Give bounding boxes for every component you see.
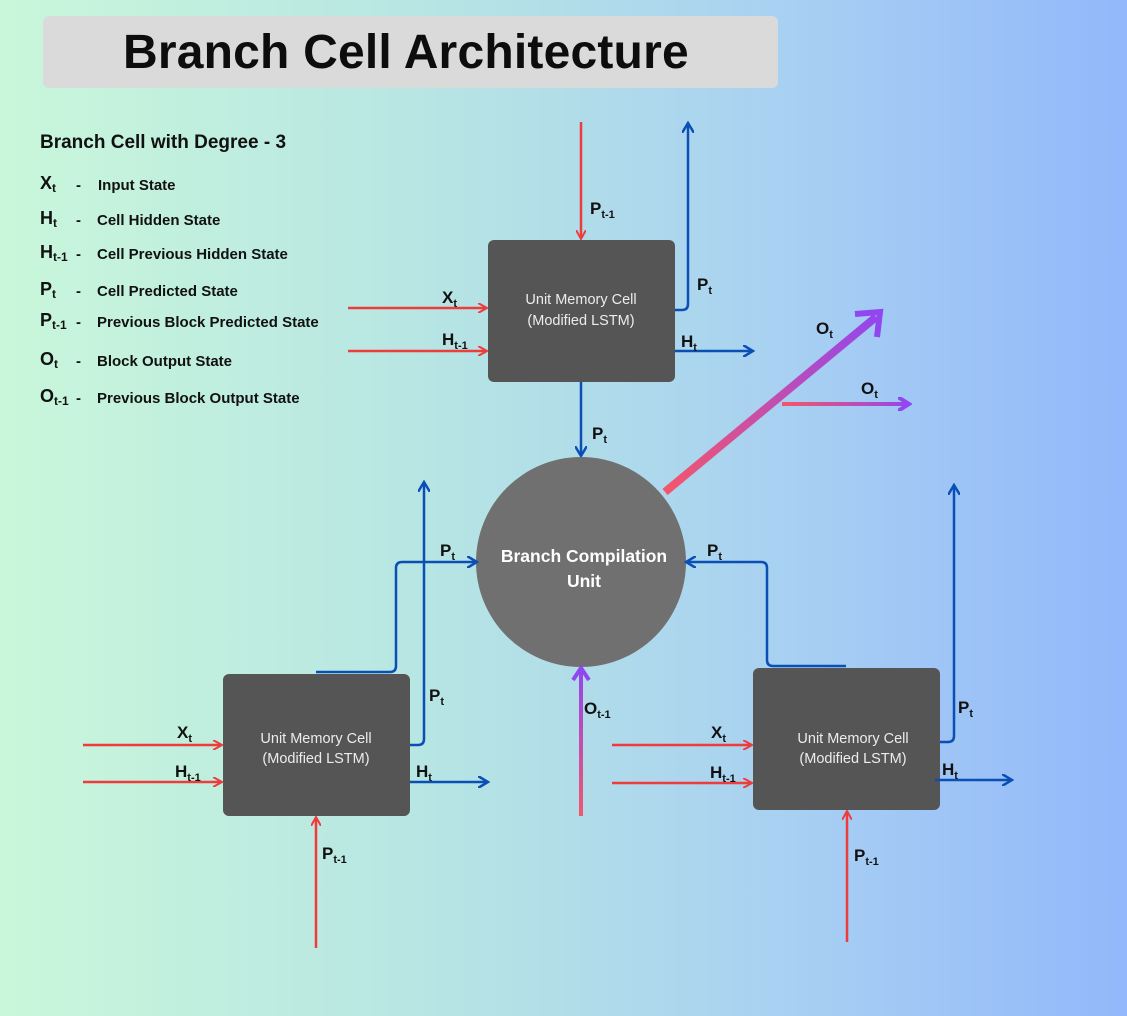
legend-desc-previous-predicted-state: Previous Block Predicted State (97, 314, 319, 331)
top-cell-p-t-output-arrow (675, 124, 688, 312)
right-memory-cell-group: Unit Memory Cell (Modified LSTM) (612, 486, 1011, 942)
legend-symbol-o-t-1: Ot-1 (40, 386, 69, 408)
legend-symbol-h-t: Ht (40, 208, 57, 230)
legend-desc-predicted-state: Cell Predicted State (97, 283, 238, 300)
legend-desc-hidden-state: Cell Hidden State (97, 212, 221, 229)
label-right-p-t-1: Pt-1 (854, 846, 879, 868)
page-title: Branch Cell Architecture (123, 26, 689, 79)
legend-dash: - (76, 390, 81, 407)
legend-dash: - (76, 314, 81, 331)
label-top-h-t-1: Ht-1 (442, 330, 468, 352)
compilation-unit-subtitle: Unit (567, 571, 601, 591)
legend-dash: - (76, 353, 81, 370)
label-left-p-t-1: Pt-1 (322, 844, 347, 866)
legend-desc-input-state: Input State (98, 177, 176, 194)
label-top-h-t: Ht (681, 332, 697, 354)
label-right-h-t-1: Ht-1 (710, 763, 736, 785)
label-top-p-t-1: Pt-1 (590, 199, 615, 221)
label-top-x-t: Xt (442, 288, 457, 310)
label-right-x-t: Xt (711, 723, 726, 745)
legend-symbol-x-t: Xt (40, 173, 57, 195)
label-right-p-t-to-unit: Pt (707, 541, 722, 563)
o-t-1-arrowhead (571, 664, 591, 682)
left-cell-p-t-to-unit-arrow (316, 562, 476, 674)
label-right-h-t: Ht (942, 760, 958, 782)
label-left-h-t-1: Ht-1 (175, 762, 201, 784)
legend-heading: Branch Cell with Degree - 3 (40, 132, 287, 153)
left-cell-subtitle: (Modified LSTM) (262, 751, 369, 767)
right-memory-cell (753, 668, 940, 810)
legend-desc-previous-output-state: Previous Block Output State (97, 390, 300, 407)
label-left-h-t: Ht (416, 762, 432, 784)
label-right-p-t: Pt (958, 698, 973, 720)
legend-symbol-o-t: Ot (40, 349, 59, 371)
left-memory-cell-group: Unit Memory Cell (Modified LSTM) (83, 483, 487, 948)
legend-dash: - (76, 283, 81, 300)
label-left-p-t: Pt (429, 686, 444, 708)
right-cell-p-t-output-arrow (940, 486, 954, 744)
arrow-labels: Pt-1 Xt Ht-1 Pt Ht Pt Ot Ot Ot-1 Pt Pt X… (175, 199, 973, 868)
top-cell-title: Unit Memory Cell (525, 292, 636, 308)
label-left-p-t-to-unit: Pt (440, 541, 455, 563)
legend-symbol-p-t: Pt (40, 279, 57, 301)
left-cell-p-t-output-arrow (410, 483, 424, 747)
legend-desc-output-state: Block Output State (97, 353, 233, 370)
output-o-t-main-arrowhead (854, 308, 884, 338)
legend-desc-previous-hidden-state: Cell Previous Hidden State (97, 246, 288, 263)
label-o-t-branch: Ot (861, 379, 878, 401)
output-o-t-main-arrow (662, 313, 879, 496)
top-memory-cell-group: Unit Memory Cell (Modified LSTM) (348, 122, 752, 455)
legend-dash: - (76, 177, 81, 194)
left-cell-title: Unit Memory Cell (260, 731, 371, 747)
top-cell-subtitle: (Modified LSTM) (527, 313, 634, 329)
legend-symbol-h-t-1: Ht-1 (40, 242, 68, 264)
right-cell-subtitle: (Modified LSTM) (799, 751, 906, 767)
label-o-t-main: Ot (816, 319, 833, 341)
label-o-t-1: Ot-1 (584, 699, 611, 721)
legend-dash: - (76, 212, 81, 229)
branch-compilation-unit (476, 457, 686, 667)
right-cell-p-t-to-unit-arrow (687, 562, 846, 668)
title-bar: Branch Cell Architecture (43, 16, 778, 88)
left-memory-cell (223, 674, 410, 816)
legend-dash: - (76, 246, 81, 263)
label-top-p-t-down: Pt (592, 424, 607, 446)
compilation-unit-title: Branch Compilation (501, 546, 667, 566)
top-memory-cell (488, 240, 675, 382)
label-top-p-t: Pt (697, 275, 712, 297)
legend-symbol-p-t-1: Pt-1 (40, 310, 67, 332)
right-cell-title: Unit Memory Cell (797, 731, 908, 747)
label-left-x-t: Xt (177, 723, 192, 745)
